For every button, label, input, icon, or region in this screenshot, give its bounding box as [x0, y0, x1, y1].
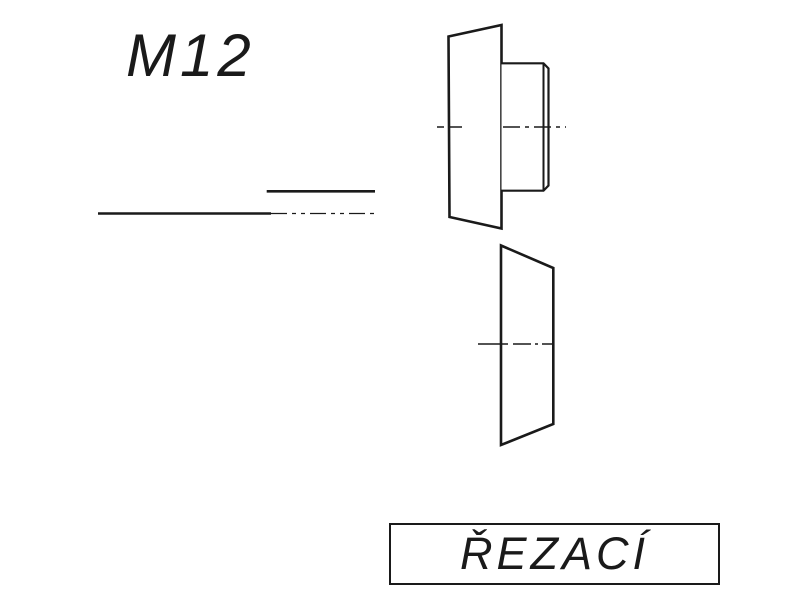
- upper-body-outline: [447, 23, 503, 231]
- tool-type-box: ŘEZACÍ: [389, 523, 720, 585]
- thread-size-label: M12: [126, 22, 255, 89]
- lower-body-outline: [499, 243, 555, 447]
- tool-type-label: ŘEZACÍ: [459, 527, 649, 579]
